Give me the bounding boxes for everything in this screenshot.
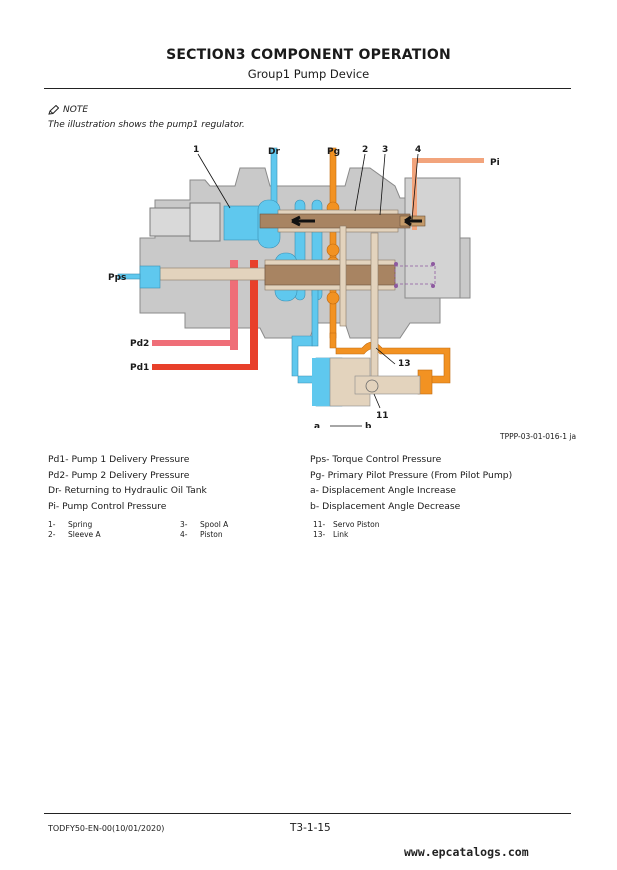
legend-item: Pd1- Pump 1 Delivery Pressure [48,454,190,465]
legend-item: Pd2- Pump 2 Delivery Pressure [48,469,190,481]
delivery-lines [152,260,258,370]
part-item: 3-Spool A [180,520,229,529]
footer-divider [44,813,571,814]
link-and-servo [312,225,421,407]
note-label: NOTE [63,105,89,115]
port-label-dr: Dr [268,147,280,157]
legend-left: Pd1- Pump 1 Delivery Pressure Pd2- Pump … [48,452,207,514]
group-subtitle: Group1 Pump Device [247,67,370,81]
callout-11: 11 [376,411,389,421]
parts-list-column: 11-Servo Piston 13-Link [313,520,380,540]
part-item: 2-Sleeve A [48,530,101,539]
part-item: 4-Piston [180,530,223,539]
direction-label-b: b [365,422,372,428]
legend-item: a- Displacement Angle Increase [310,485,456,496]
page-number: T3-1-15 [290,822,331,834]
part-item: 11-Servo Piston [313,520,380,529]
part-item: 1-Spring [48,520,93,529]
direction-label-a: a [314,422,320,428]
port-label-pd2: Pd2 [130,339,149,349]
header-divider [44,88,571,89]
note-text: The illustration shows the pump1 regulat… [48,120,245,130]
port-label-pg: Pg [327,147,340,157]
port-label-pi: Pi [490,158,500,168]
pencil-icon [48,105,59,115]
legend-item: Pg- Primary Pilot Pressure (From Pilot P… [310,469,513,481]
watermark-link[interactable]: www.epcatalogs.com [404,845,529,859]
legend-item: b- Displacement Angle Decrease [310,500,461,512]
figure-id: TPPP-03-01-016-1 ja [500,432,577,441]
callout-4: 4 [415,145,421,155]
pps-plug [117,265,161,289]
legend-item: Pi- Pump Control Pressure [48,500,167,512]
port-label-pd1: Pd1 [130,363,149,373]
callout-3: 3 [382,145,388,155]
leader-lines [197,153,419,427]
left-end-cap [149,202,221,242]
legend-item: Dr- Returning to Hydraulic Oil Tank [48,485,207,496]
section-title: SECTION3 COMPONENT OPERATION [166,47,451,63]
part-item: 13-Link [313,530,349,539]
pump-regulator-diagram: 1 2 3 4 13 11 Dr Pg Pi Pps Pd2 Pd1 a b [108,145,500,428]
note-heading: NOTE [48,105,88,115]
port-label-pps: Pps [108,273,126,283]
callout-13: 13 [398,359,411,369]
upper-spool-assembly [259,209,426,233]
legend-right: Pps- Torque Control Pressure Pg- Primary… [310,452,512,514]
parts-list-column: 1-Spring 2-Sleeve A [48,520,101,540]
callout-1: 1 [193,145,199,155]
callout-2: 2 [362,145,368,155]
parts-list-column: 3-Spool A 4-Piston [180,520,228,540]
document-code: TODFY50-EN-00(10/01/2020) [48,824,165,833]
legend-item: Pps- Torque Control Pressure [310,454,442,465]
